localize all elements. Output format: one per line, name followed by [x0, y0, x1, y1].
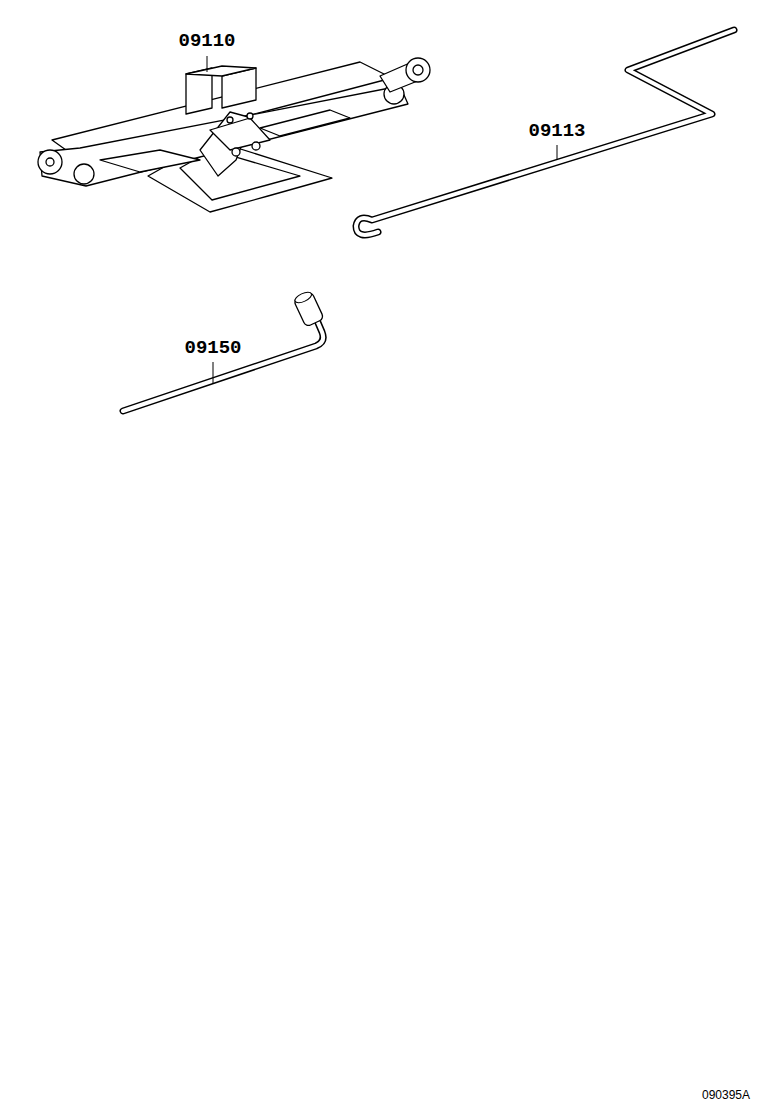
callout-number: 09110	[178, 32, 235, 51]
jack-handle	[356, 30, 734, 235]
lug-wrench	[123, 290, 324, 411]
leader-line	[207, 56, 557, 384]
callout-number: 09113	[528, 122, 585, 141]
callout-number: 09150	[184, 339, 241, 358]
scissor-jack	[38, 58, 430, 212]
drawing-reference: 090395A	[702, 1089, 750, 1101]
